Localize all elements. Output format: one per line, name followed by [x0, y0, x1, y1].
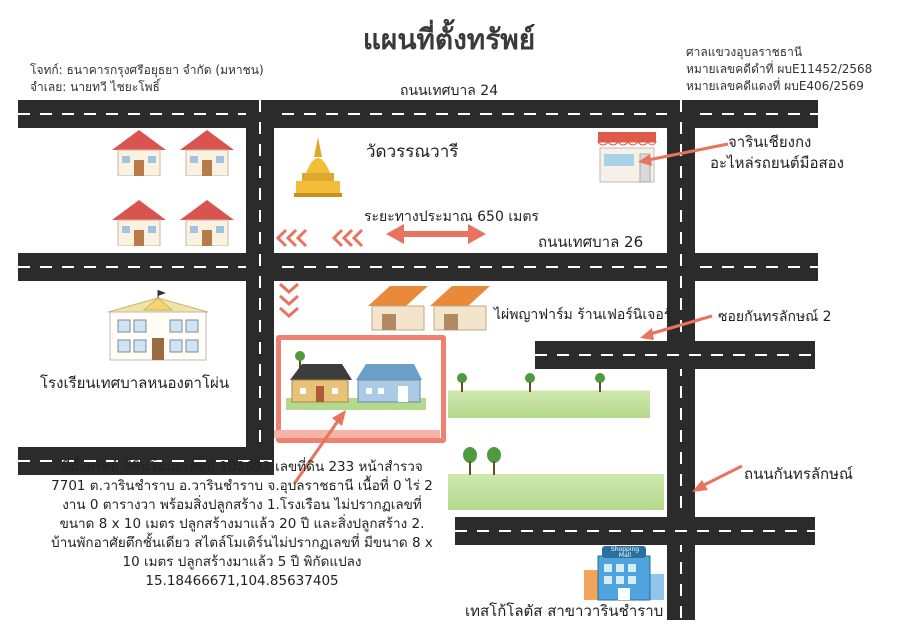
arrow-icon	[632, 140, 732, 170]
temple-icon	[290, 135, 346, 199]
property-highlight-base	[274, 430, 440, 438]
distance-label: ระยะทางประมาณ 650 เมตร	[364, 209, 539, 225]
mall-icon	[584, 546, 664, 602]
school-label: โรงเรียนเทศบาลหนองตาโผ่น	[40, 374, 230, 392]
arrow-icon	[276, 228, 376, 248]
school-icon	[108, 290, 208, 362]
court-name: ศาลแขวงอุบลราชธานี	[686, 45, 803, 59]
arrow-icon	[386, 222, 486, 246]
warehouse-icon	[368, 284, 492, 332]
description-coordinates: 15.18466671,104.85637405	[145, 573, 339, 589]
road-lower-right	[455, 517, 815, 545]
road-24-label: ถนนเทศบาล 24	[400, 83, 499, 99]
tree-icon	[452, 372, 652, 394]
road-soi-kantharalak-2	[535, 341, 815, 369]
road-26-label: ถนนเทศบาล 26	[538, 233, 644, 251]
arrow-icon	[290, 408, 350, 488]
field-upper	[448, 372, 650, 418]
farm-label: ไผ่พญาฟาร์ม ร้านเฟอร์นิเจอร์	[494, 307, 672, 323]
black-case-number: หมายเลขคดีดำที่ ผบE11452/2568	[686, 62, 873, 76]
map-title: แผนที่ตั้งทรัพย์	[362, 23, 536, 56]
road-tessaban-24	[18, 100, 818, 128]
description-line: บ้านพักอาศัยตึกชั้นเดียว สไตล์โมเดิร์นไม…	[51, 535, 433, 551]
house-icon	[180, 130, 234, 176]
soi-label: ซอยกันทรลักษณ์ 2	[718, 309, 832, 325]
red-case-number: หมายเลขคดีแดงที่ ผบE406/2569	[686, 79, 864, 93]
house-icon	[286, 350, 426, 412]
field-lower	[448, 450, 664, 510]
kantharalak-label: ถนนกันทรลักษณ์	[744, 465, 853, 483]
road-bottom-left	[18, 447, 274, 475]
arrow-icon	[636, 312, 716, 342]
road-vertical-left	[246, 100, 274, 450]
tree-icon	[456, 447, 516, 477]
description-line: 10 เมตร ปลูกสร้างมาแล้ว 5 ปี พิกัดแปลง	[122, 554, 362, 570]
tesco-label: เทสโก้โลตัส สาขาวารินชำราบ	[465, 602, 664, 620]
arrow-icon	[278, 282, 300, 322]
house-icon	[180, 200, 234, 246]
arrow-icon	[690, 464, 746, 494]
house-icon	[112, 130, 166, 176]
shop-label-line1: จารินเชียงกง	[728, 133, 812, 151]
shop-icon	[596, 128, 658, 184]
description-line: 7701 ต.วารินชำราบ อ.วารินชำราบ จ.อุบลราช…	[51, 478, 433, 494]
property-description: ที่ตั้งทรัพย์ ที่ดินโฉนดเลขที่ 102692 เล…	[22, 458, 462, 591]
description-line: งาน 0 ตารางวา พร้อมสิ่งปลูกสร้าง 1.โรงเร…	[62, 497, 422, 513]
defendant-text: จำเลย: นายทวี ไชยะโพธิ์	[30, 80, 160, 94]
temple-label: วัดวรรณวารี	[366, 142, 459, 162]
description-line: ขนาด 8 x 10 เมตร ปลูกสร้างมาแล้ว 20 ปี แ…	[59, 516, 425, 532]
road-tessaban-26	[18, 253, 818, 281]
house-icon	[112, 200, 166, 246]
shop-label-line2: อะไหล่รถยนต์มือสอง	[710, 154, 844, 172]
mall-sign: Shopping Mall	[610, 546, 640, 559]
plaintiff-text: โจทก์: ธนาคารกรุงศรีอยุธยา จำกัด (มหาชน)	[30, 63, 264, 77]
description-line: ที่ตั้งทรัพย์ ที่ดินโฉนดเลขที่ 102692 เล…	[61, 459, 423, 475]
